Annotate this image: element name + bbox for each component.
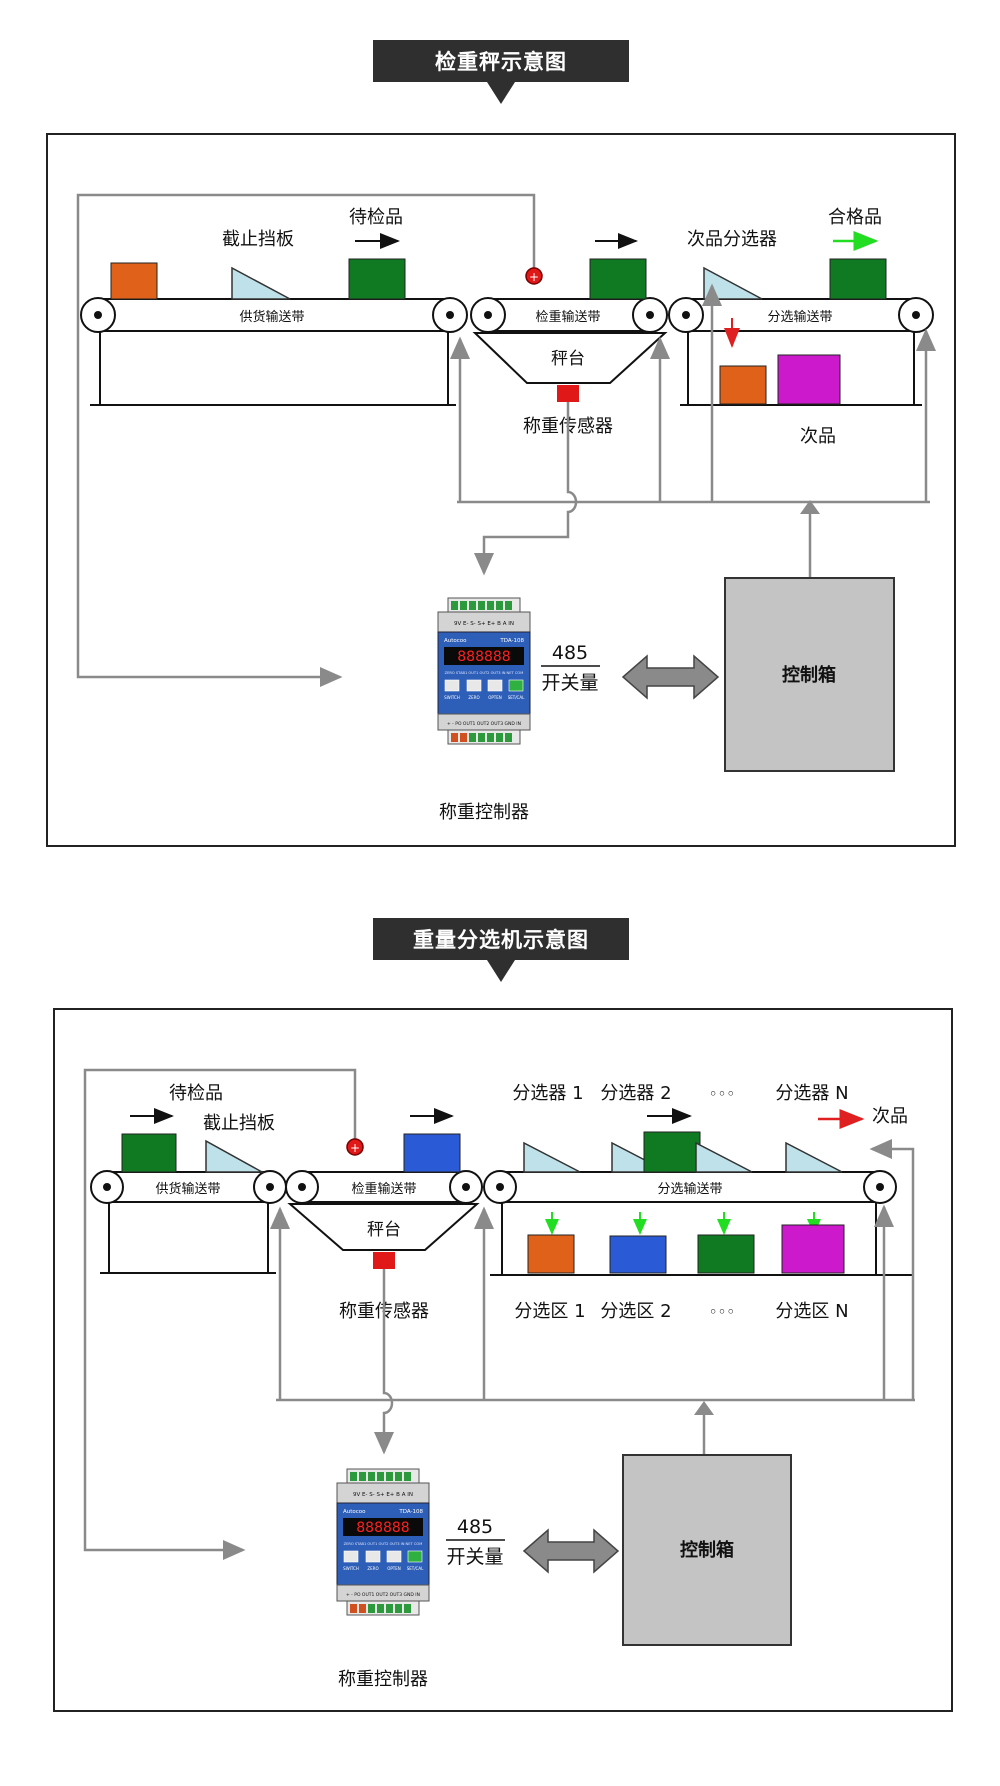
feed-belt-label: 供货输送带: [239, 309, 304, 325]
weighed-product: [589, 258, 647, 300]
reject-label: 次品: [800, 426, 836, 447]
sorter-dots-label: ◦◦◦: [709, 1085, 736, 1103]
zone-2-label: 分选区 2: [600, 1301, 671, 1322]
qualified-product: [829, 258, 887, 300]
stopper-plate-2: [205, 1139, 265, 1173]
sorter-2-label: 分选器 2: [600, 1083, 671, 1104]
stopper-label-2: 截止挡板: [203, 1113, 275, 1134]
svg-text:9V E- S- S+ E+ B A IN: 9V E- S- S+ E+ B A IN: [353, 1492, 413, 1498]
check-belt-2: [285, 1170, 483, 1251]
check-belt-label: 检重输送带: [535, 309, 600, 325]
pending-product-2: [121, 1133, 177, 1173]
svg-text:+ - PO OUT1 OUT2 OUT3 GND IN: + - PO OUT1 OUT2 OUT3 GND IN: [447, 721, 521, 727]
svg-text:SET/CAL: SET/CAL: [508, 695, 525, 700]
control-box-label: 控制箱: [782, 664, 836, 686]
diagram2-title: 重量分选机示意图: [373, 918, 629, 960]
photo-sensor-signal-line: [76, 193, 536, 687]
bidirectional-arrow: [621, 654, 720, 700]
zone-n-product: [781, 1224, 845, 1274]
feed-belt: [80, 297, 468, 406]
diagram2-frame: [53, 1008, 953, 1712]
zone-1-label: 分选区 1: [514, 1301, 585, 1322]
reject-product-magenta: [777, 354, 841, 405]
load-cell-sensor: [557, 385, 579, 402]
weighing-controller-device: 9V E- S- S+ E+ B A IN Autocoo TDA-108 88…: [437, 597, 531, 745]
svg-text:OPTEN: OPTEN: [387, 1566, 401, 1571]
weighing-controller-device-2: 9V E- S- S+ E+ B A IN Autocoo TDA-108 88…: [336, 1468, 430, 1616]
svg-text:+: +: [529, 270, 539, 284]
check-belt-label-2: 检重输送带: [351, 1181, 416, 1197]
svg-text:Autocoo: Autocoo: [343, 1509, 366, 1515]
zone-3-product: [697, 1234, 755, 1274]
svg-text:ZERO STAB1 OUT1 OUT2 OUT3 IN N: ZERO STAB1 OUT1 OUT2 OUT3 IN NET COM: [344, 1542, 423, 1546]
diagram2-title-pointer: [487, 960, 515, 982]
diagram1-title-pointer: [487, 82, 515, 104]
sort-belt-label-2: 分选输送带: [657, 1181, 722, 1197]
control-box-2: [622, 1454, 792, 1646]
sort-belt-2: [483, 1170, 912, 1276]
comm-switch-label: 开关量: [541, 672, 598, 694]
control-box: [724, 577, 895, 772]
product-orange: [110, 262, 158, 300]
checkweigher-diagram: + 供货输送带 检重输送带 秤台 称重传感器 分选输送带 截止挡板 待检品: [0, 0, 1000, 864]
svg-text:SWITCH: SWITCH: [444, 695, 460, 700]
photo-sensor-icon: [525, 267, 543, 285]
platform-label-2: 秤台: [367, 1220, 401, 1240]
svg-text:9V E- S- S+ E+ B A IN: 9V E- S- S+ E+ B A IN: [454, 621, 514, 627]
zone-1-product: [527, 1234, 575, 1274]
svg-text:+: +: [350, 1141, 360, 1155]
stopper-plate: [231, 266, 291, 300]
pending-label: 待检品: [349, 207, 403, 228]
weighing-platform: [472, 332, 668, 384]
zone-dots-label: ◦◦◦: [709, 1303, 736, 1321]
reject-sorter-label: 次品分选器: [687, 229, 777, 250]
sorter-1-label: 分选器 1: [512, 1083, 583, 1104]
weight-sorter-diagram: + 供货输送带 检重输送带 秤台 称重传感器 分选输送带: [0, 995, 1000, 1759]
controller-label-2: 称重控制器: [338, 1669, 428, 1690]
zone-2-product: [609, 1235, 667, 1274]
svg-text:TDA-108: TDA-108: [499, 638, 524, 644]
comm-switch-label-2: 开关量: [446, 1546, 503, 1568]
sort-belt: [668, 297, 934, 406]
svg-text:888888: 888888: [457, 649, 510, 665]
sorting-product: [643, 1131, 701, 1173]
platform-label: 秤台: [551, 349, 585, 369]
sorter-plate-3: [695, 1141, 753, 1173]
check-belt: [470, 297, 668, 384]
svg-text:Autocoo: Autocoo: [444, 638, 467, 644]
weighed-product-2: [403, 1133, 461, 1173]
reject-product-orange: [719, 365, 767, 405]
photo-sensor-icon-2: [346, 1138, 364, 1156]
bidirectional-arrow-2: [522, 1528, 620, 1574]
sorter-plate-1: [523, 1141, 581, 1173]
feed-belt-label-2: 供货输送带: [155, 1181, 220, 1197]
stopper-label: 截止挡板: [222, 229, 294, 250]
sorter-n-label: 分选器 N: [775, 1083, 848, 1104]
zone-n-label: 分选区 N: [775, 1301, 848, 1322]
svg-text:OPTEN: OPTEN: [488, 695, 502, 700]
svg-text:+ - PO OUT1 OUT2 OUT3 GND IN: + - PO OUT1 OUT2 OUT3 GND IN: [346, 1592, 420, 1598]
comm-485-label-2: 485: [457, 1516, 493, 1538]
control-box-label-2: 控制箱: [680, 1539, 734, 1561]
feed-belt-2: [90, 1170, 287, 1274]
qualified-label: 合格品: [828, 207, 882, 228]
pending-label-2: 待检品: [169, 1083, 223, 1104]
pending-product: [348, 258, 406, 300]
svg-text:SWITCH: SWITCH: [343, 1566, 359, 1571]
load-cell-sensor-2: [373, 1252, 395, 1269]
sorter-plate-n: [785, 1141, 843, 1173]
svg-text:888888: 888888: [356, 1520, 409, 1536]
svg-text:TDA-108: TDA-108: [398, 1509, 423, 1515]
reject-label-2: 次品: [872, 1106, 908, 1127]
comm-485-label: 485: [552, 642, 588, 664]
svg-text:ZERO: ZERO: [468, 695, 479, 700]
svg-text:SET/CAL: SET/CAL: [407, 1566, 424, 1571]
diagram1-title: 检重秤示意图: [373, 40, 629, 82]
svg-text:ZERO STAB1 OUT1 OUT2 OUT3 IN N: ZERO STAB1 OUT1 OUT2 OUT3 IN NET COM: [445, 671, 524, 675]
controller-label: 称重控制器: [439, 802, 529, 823]
svg-text:ZERO: ZERO: [367, 1566, 378, 1571]
sort-belt-label: 分选输送带: [767, 309, 832, 325]
